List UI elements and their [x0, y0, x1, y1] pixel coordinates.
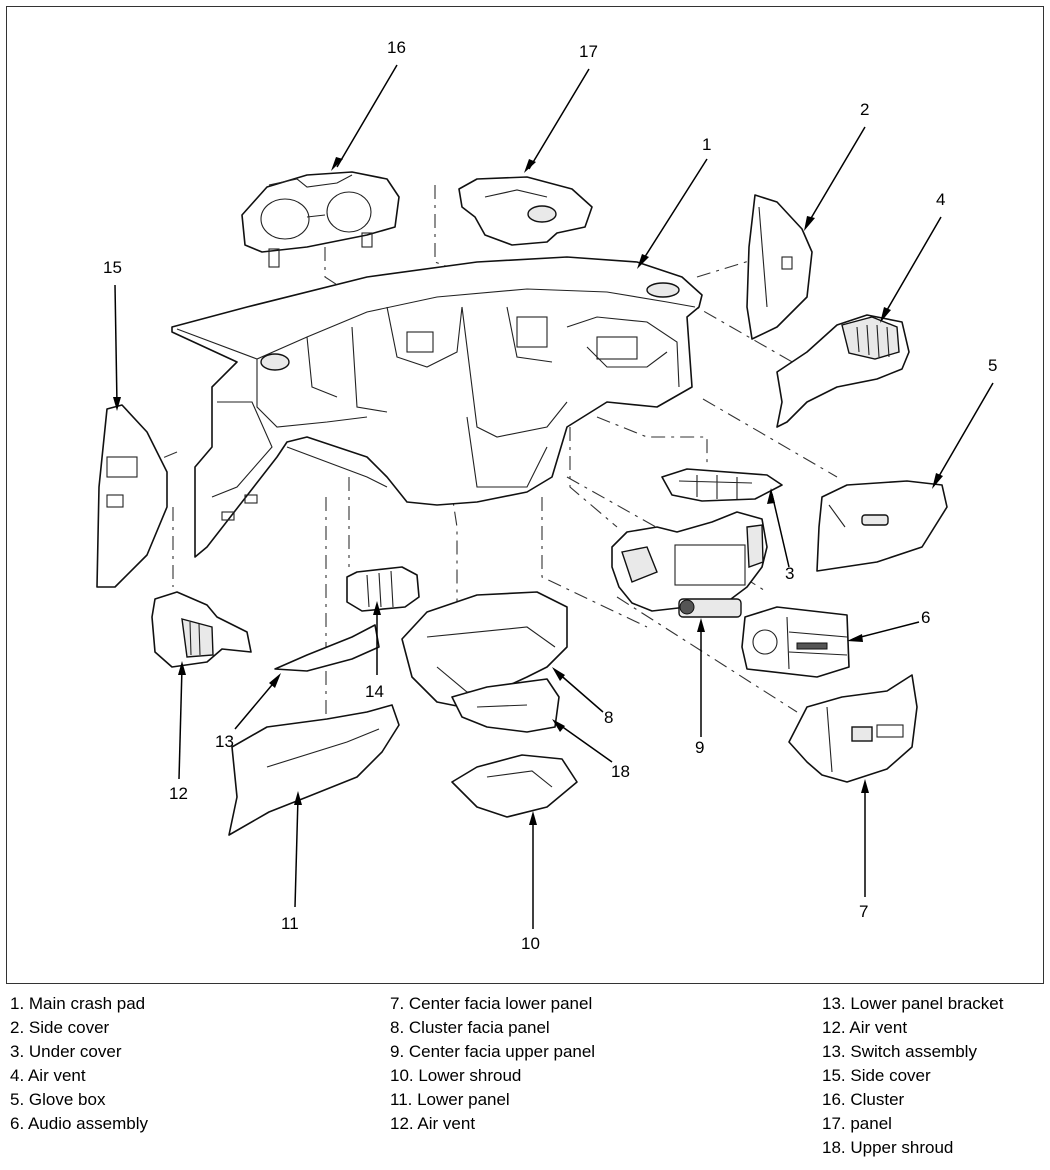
arrowhead: [847, 634, 863, 642]
cluster-facia-panel: [401, 591, 568, 708]
arrowhead: [767, 488, 775, 504]
callout-5: 5: [988, 356, 997, 375]
legend-item: 7. Center facia lower panel: [390, 994, 593, 1013]
callout-3: 3: [785, 564, 794, 583]
upper-shroud: [451, 678, 560, 733]
legend-column-2: 7. Center facia lower panel 8. Cluster f…: [390, 992, 595, 1136]
cluster: [241, 171, 400, 268]
legend-item: 17. panel: [822, 1114, 892, 1133]
arrowhead: [294, 791, 302, 805]
arrowhead: [804, 216, 815, 231]
legend-item: 6. Audio assembly: [10, 1114, 148, 1133]
callout-leader-lines: [113, 64, 994, 929]
side-cover-left: [96, 404, 168, 588]
arrowhead: [932, 473, 943, 489]
callout-9: 9: [695, 738, 704, 757]
diagram-frame: 16 17 1 2 4 15 5 3 6 14 8 13 9 18 12 7 1…: [6, 6, 1044, 984]
arrowhead: [880, 307, 891, 323]
callout-11: 11: [281, 914, 299, 933]
arrowhead: [269, 673, 281, 688]
callout-1: 1: [702, 135, 711, 154]
glove-box: [816, 480, 948, 572]
legend-column-1: 1. Main crash pad 2. Side cover 3. Under…: [10, 992, 148, 1136]
parts-legend: 1. Main crash pad 2. Side cover 3. Under…: [8, 992, 1042, 1164]
legend-item: 9. Center facia upper panel: [390, 1042, 596, 1061]
arrowhead: [524, 159, 536, 173]
legend-item: 12. Air vent: [390, 1114, 476, 1133]
legend-item: 13. Lower panel bracket: [822, 994, 1004, 1013]
callout-2: 2: [860, 100, 869, 119]
legend-item: 11. Lower panel: [390, 1090, 510, 1109]
legend-item: 12. Air vent: [822, 1018, 908, 1037]
callout-15: 15: [103, 258, 122, 277]
center-facia-upper-panel: [611, 511, 768, 618]
center-facia-lower-panel: [788, 674, 918, 783]
callout-12: 12: [169, 784, 188, 803]
audio-assembly: [741, 606, 850, 678]
legend-item: 3. Under cover: [10, 1042, 122, 1061]
callout-16: 16: [387, 38, 406, 57]
legend-item: 10. Lower shroud: [390, 1066, 522, 1085]
legend-item: 18. Upper shroud: [822, 1138, 954, 1157]
callout-6: 6: [921, 608, 930, 627]
callout-8: 8: [604, 708, 613, 727]
arrowhead: [331, 157, 343, 171]
legend-item: 8. Cluster facia panel: [390, 1018, 550, 1037]
switch-assembly: [346, 566, 420, 612]
cluster-hood-panel: [458, 176, 593, 246]
legend-item: 15. Side cover: [822, 1066, 931, 1085]
main-crash-pad: [171, 256, 703, 558]
callout-4: 4: [936, 190, 945, 209]
lower-panel: [228, 704, 400, 836]
legend-column-3: 13. Lower panel bracket 12. Air vent 13.…: [822, 992, 1003, 1160]
exploded-dashboard-diagram: 16 17 1 2 4 15 5 3 6 14 8 13 9 18 12 7 1…: [96, 38, 997, 953]
callout-numbers: 16 17 1 2 4 15 5 3 6 14 8 13 9 18 12 7 1…: [103, 38, 997, 953]
arrowhead: [552, 719, 565, 732]
arrowhead: [529, 811, 537, 825]
legend-item: 1. Main crash pad: [10, 994, 146, 1013]
lower-panel-bracket: [274, 624, 380, 672]
legend-item: 16. Cluster: [822, 1090, 905, 1109]
callout-14: 14: [365, 682, 384, 701]
arrowhead: [178, 661, 186, 675]
side-cover-right: [746, 194, 813, 340]
arrowhead: [861, 779, 869, 793]
assembly-guide-lines: [116, 185, 838, 722]
legend-item: 4. Air vent: [10, 1066, 86, 1085]
legend-item: 2. Side cover: [10, 1018, 110, 1037]
arrowhead: [637, 254, 649, 269]
callout-7: 7: [859, 902, 868, 921]
callout-13: 13: [215, 732, 234, 751]
arrowhead: [697, 618, 705, 632]
under-cover: [661, 468, 783, 502]
callout-18: 18: [611, 762, 630, 781]
legend-item: 13. Switch assembly: [822, 1042, 977, 1061]
callout-17: 17: [579, 42, 598, 61]
legend-item: 5. Glove box: [10, 1090, 106, 1109]
air-vent-right: [776, 314, 910, 428]
callout-10: 10: [521, 934, 540, 953]
arrowhead: [552, 667, 565, 681]
lower-shroud: [451, 754, 578, 818]
air-vent-left: [151, 591, 252, 668]
arrowhead: [113, 397, 121, 411]
arrowhead: [373, 601, 381, 615]
